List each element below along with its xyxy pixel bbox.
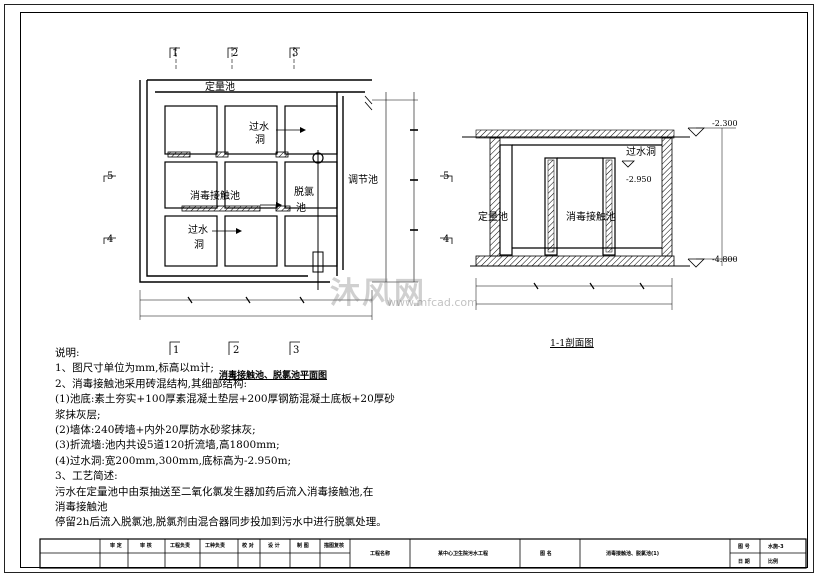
- plan-label-dingliang: 定量池: [205, 80, 235, 93]
- notes-line-7: (4)过水洞:宽200mm,300mm,底标高为-2.950m;: [55, 454, 292, 467]
- plan-title: 消毒接触池、脱氯池平面图: [219, 371, 328, 381]
- plan-label-tuolv-2: 池: [296, 201, 306, 214]
- axis-label-2-top: 2: [232, 48, 238, 59]
- axis-label-1-top: 1: [172, 48, 178, 59]
- notes-line-1: 1、图尺寸单位为mm,标高以m计;: [55, 362, 214, 375]
- notes-line-3: (1)池底:素土夯实+100厚素混凝土垫层+200厚钢筋混凝土底板+20厚砂: [55, 393, 395, 406]
- axis-label-5-right: 5: [443, 171, 449, 182]
- notes-line-8: 3、工艺简述:: [55, 470, 118, 483]
- notes-line-11: 停留2h后流入脱氯池,脱氯剂由混合器同步投加到污水中进行脱氯处理。: [55, 516, 387, 529]
- plan-view: [103, 47, 453, 355]
- plan-label-guoshui-2b: 洞: [194, 239, 204, 251]
- section-view: [462, 127, 736, 310]
- watermark-url: www.mfcad.com: [387, 296, 478, 309]
- notes-heading: 说明:: [55, 347, 80, 359]
- plan-label-tiaojie: 调节池: [348, 173, 378, 186]
- tb-cell-1: 审 定: [110, 543, 122, 549]
- axis-label-2-bottom: 2: [233, 345, 239, 356]
- tb-cell-15: 日 期: [738, 559, 750, 565]
- section-label-dingliang: 定量池: [478, 210, 508, 223]
- tb-cell-3: 工程负责: [170, 543, 191, 549]
- design-notes: 说明: 1、图尺寸单位为mm,标高以m计; 2、消毒接触池采用砖混结构,其细部结…: [55, 346, 395, 531]
- axis-label-3-top: 3: [292, 48, 298, 59]
- notes-line-5: (2)墙体:240砖墙+内外20厚防水砂浆抹灰;: [55, 424, 256, 437]
- plan-label-xiaodu: 消毒接触池: [190, 189, 240, 202]
- elev-top: -2.300: [712, 119, 738, 128]
- notes-line-6: (3)折流墙:池内共设5道120折流墙,高1800mm;: [55, 439, 280, 452]
- tb-cell-7: 制 图: [297, 543, 309, 549]
- elev-hole: -2.950: [626, 175, 652, 184]
- watermark-brand: 沐风网: [330, 276, 426, 311]
- notes-line-9: 污水在定量池中由泵抽送至二氧化氯发生器加药后流入消毒接触池,在: [55, 485, 374, 498]
- tb-cell-5: 校 对: [242, 543, 254, 549]
- title-block: [39, 538, 807, 569]
- tb-cell-14: 水施-3: [768, 544, 784, 550]
- axis-label-4-right: 4: [443, 234, 449, 245]
- outer-frame: [4, 4, 814, 573]
- section-title: 1-1剖面图: [550, 338, 594, 349]
- tb-cell-9: 工程名称: [370, 551, 391, 557]
- notes-line-2: 2、消毒接触池采用砖混结构,其细部结构:: [55, 377, 248, 390]
- section-label-xiaodu: 消毒接触池: [566, 210, 616, 223]
- axis-label-3-bottom: 3: [293, 345, 299, 356]
- section-label-guoshui: 过水洞: [626, 145, 656, 158]
- tb-cell-16: 比例: [768, 559, 779, 565]
- tb-cell-6: 设 计: [268, 543, 280, 549]
- plan-label-guoshui-2: 过水: [188, 223, 208, 236]
- plan-label-guoshui-1: 过水: [249, 120, 269, 133]
- tb-cell-2: 审 核: [140, 543, 152, 549]
- axis-label-4-left: 4: [107, 234, 113, 245]
- notes-line-10: 消毒接触池: [55, 501, 108, 514]
- plan-label-tuolv: 脱氯: [294, 185, 314, 198]
- tb-cell-10: 某中心卫生院污水工程: [438, 551, 489, 557]
- tb-cell-13: 图 号: [738, 544, 750, 550]
- plan-label-guoshui-1b: 洞: [255, 134, 265, 146]
- elev-bottom: -4.800: [712, 255, 738, 264]
- tb-cell-4: 工种负责: [205, 543, 226, 549]
- notes-line-4: 浆抹灰层;: [55, 408, 101, 421]
- tb-cell-8: 描图复核: [324, 543, 345, 549]
- axis-label-5-left: 5: [107, 171, 113, 182]
- tb-cell-11: 图 名: [540, 551, 552, 557]
- axis-label-1-bottom: 1: [173, 345, 179, 356]
- tb-cell-12: 消毒接触池、脱氯池(1): [606, 551, 660, 557]
